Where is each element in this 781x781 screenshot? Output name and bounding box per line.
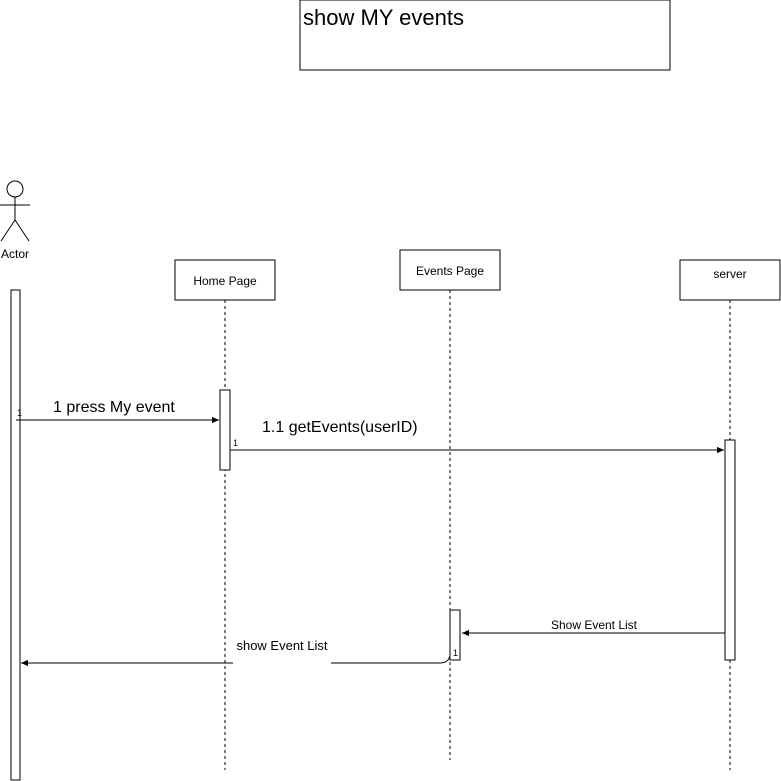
home-page-label: Home Page	[193, 274, 257, 288]
events-page-label: Events Page	[416, 264, 484, 278]
message-get-events: 1.1 getEvents(userID) 1	[230, 419, 724, 454]
message-press-my-event: 1 press My event 1	[16, 399, 219, 424]
message-get-events-index: 1	[233, 438, 238, 448]
message-show-event-list-server-label: Show Event List	[551, 618, 638, 632]
actor-label: Actor	[1, 247, 29, 261]
message-show-event-list-actor: show Event List 1	[21, 638, 458, 667]
message-get-events-label: 1.1 getEvents(userID)	[262, 419, 418, 436]
message-show-event-list-actor-index: 1	[453, 648, 458, 658]
message-show-event-list-server: Show Event List	[462, 618, 725, 637]
diagram-title: show MY events	[303, 5, 464, 30]
lifeline-home-page: Home Page	[174, 259, 276, 770]
message-press-my-event-label: 1 press My event	[53, 399, 175, 416]
lifeline-events-page: Events Page	[399, 249, 501, 760]
server-activation	[724, 439, 736, 661]
home-page-activation	[219, 389, 231, 471]
title-box: show MY events	[299, 0, 671, 71]
message-show-event-list-actor-label: show Event List	[236, 638, 327, 653]
message-press-my-event-index: 1	[17, 408, 22, 418]
server-label: server	[713, 267, 746, 281]
actor-figure	[0, 180, 30, 242]
lifeline-server: server	[679, 259, 781, 770]
events-page-activation	[449, 609, 461, 661]
actor-activation-bar	[10, 289, 21, 781]
